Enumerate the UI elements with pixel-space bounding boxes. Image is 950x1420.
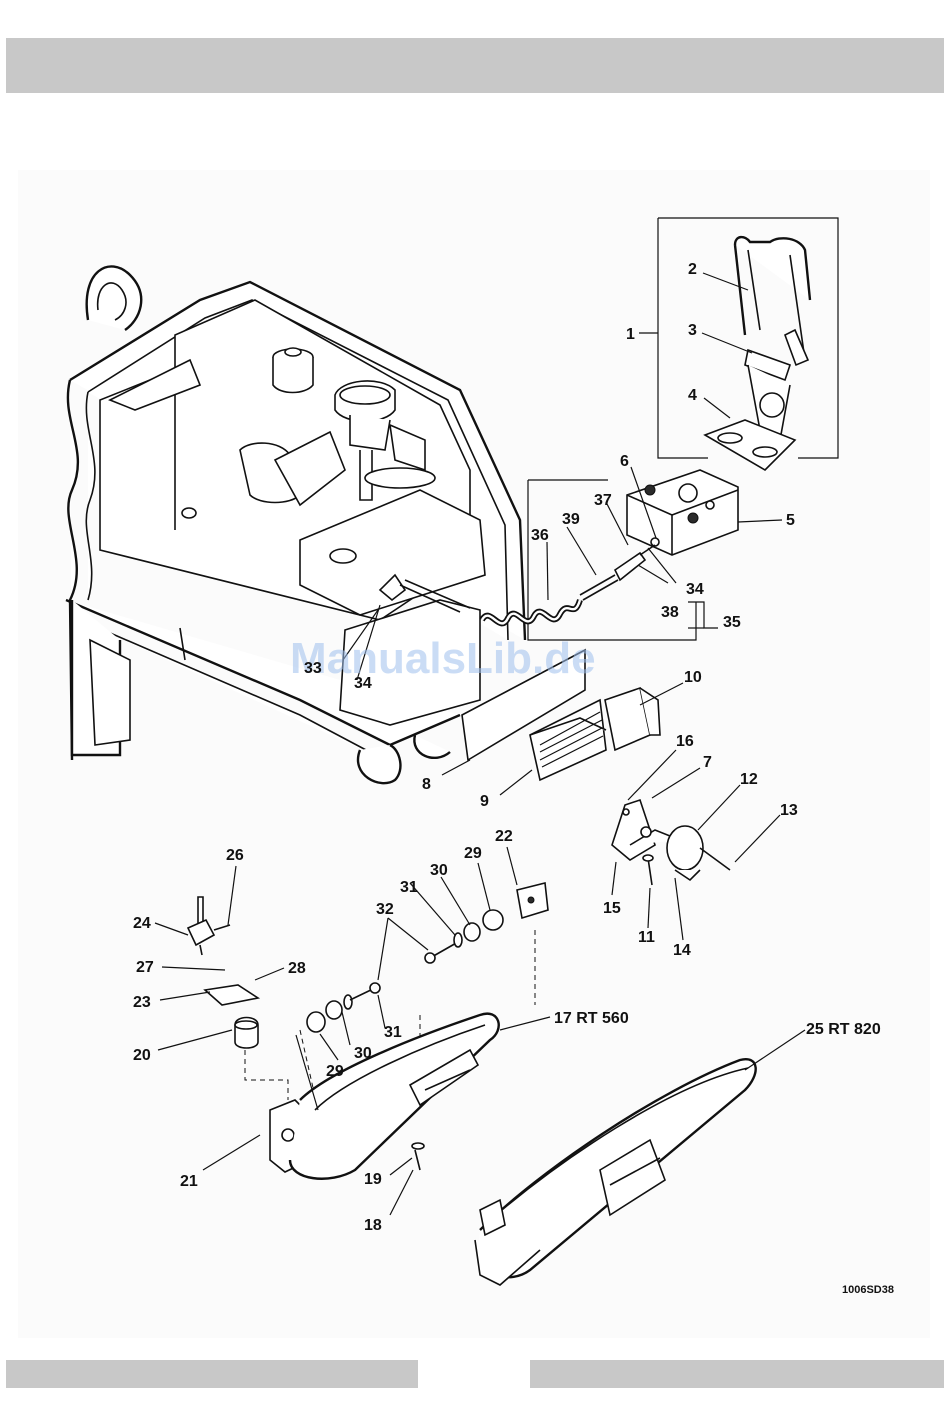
callout-31-lower: 31 <box>384 1024 402 1041</box>
callout-18: 18 <box>364 1217 382 1234</box>
callout-16: 16 <box>676 733 694 750</box>
callout-36: 36 <box>531 527 549 544</box>
callout-32: 32 <box>376 901 394 918</box>
callout-4: 4 <box>688 387 697 404</box>
control-box <box>627 470 738 555</box>
machine-frame <box>66 266 525 783</box>
callout-34-right: 34 <box>686 581 704 598</box>
callout-3: 3 <box>688 322 697 339</box>
callout-23: 23 <box>133 994 151 1011</box>
callout-17-rt560: 17 RT 560 <box>554 1010 629 1027</box>
callout-10: 10 <box>684 669 702 686</box>
callout-31-upper: 31 <box>400 879 418 896</box>
callout-34-left: 34 <box>354 675 372 692</box>
watermark-text: ManualsLib.de <box>290 634 596 683</box>
callout-29-upper: 29 <box>464 845 482 862</box>
callout-8: 8 <box>422 776 431 793</box>
callout-13: 13 <box>780 802 798 819</box>
callout-35: 35 <box>723 614 741 631</box>
callout-12: 12 <box>740 771 758 788</box>
callout-7: 7 <box>703 754 712 771</box>
callout-39: 39 <box>562 511 580 528</box>
callout-15: 15 <box>603 900 621 917</box>
callout-30-lower: 30 <box>354 1045 372 1062</box>
callout-37: 37 <box>594 492 612 509</box>
callout-33: 33 <box>304 660 322 677</box>
callout-6: 6 <box>620 453 629 470</box>
footrest-rt820 <box>475 1059 756 1285</box>
callout-14: 14 <box>673 942 691 959</box>
callout-11: 11 <box>638 929 655 946</box>
callout-38: 38 <box>661 604 679 621</box>
callout-27: 27 <box>136 959 154 976</box>
callout-20: 20 <box>133 1047 151 1064</box>
callout-9: 9 <box>480 793 489 810</box>
callout-25-rt820: 25 RT 820 <box>806 1021 881 1038</box>
callout-5: 5 <box>786 512 795 529</box>
callout-29-lower: 29 <box>326 1063 344 1080</box>
callout-24: 24 <box>133 915 151 932</box>
footer-bar-right <box>530 1360 944 1388</box>
callout-30-upper: 30 <box>430 862 448 879</box>
callout-26: 26 <box>226 847 244 864</box>
callout-21: 21 <box>180 1173 198 1190</box>
footer-bar-left <box>6 1360 418 1388</box>
drawing-code: 1006SD38 <box>842 1284 894 1296</box>
handle-assembly <box>658 218 838 470</box>
callout-28: 28 <box>288 960 306 977</box>
callout-22: 22 <box>495 828 513 845</box>
horn-bracket <box>612 800 730 885</box>
callout-2: 2 <box>688 261 697 278</box>
callout-1: 1 <box>626 326 635 343</box>
callout-19: 19 <box>364 1171 382 1188</box>
